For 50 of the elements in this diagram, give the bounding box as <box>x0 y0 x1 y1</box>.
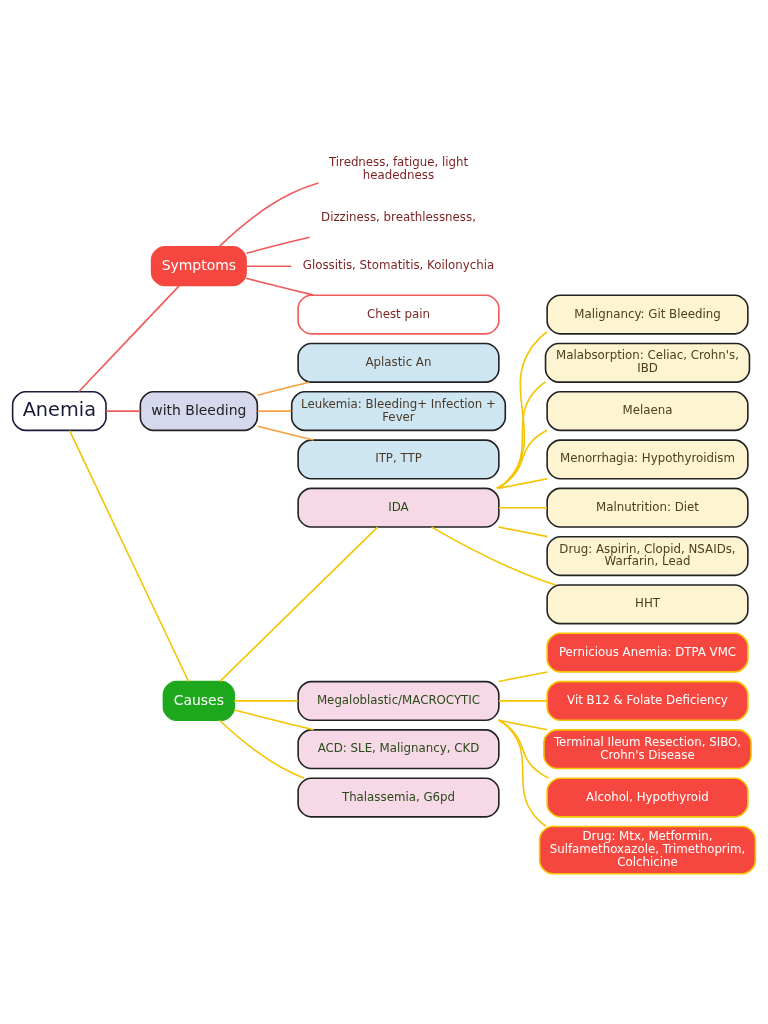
connector <box>68 429 190 683</box>
connector <box>497 719 550 779</box>
node-box: Malabsorption: Celiac, Crohn's, IBD <box>544 342 751 383</box>
node-box: Leukemia: Bleeding+ Infection + Fever <box>290 391 507 432</box>
connector <box>245 265 293 267</box>
node-box: Thalassemia, G6pd <box>297 777 500 818</box>
connector <box>256 381 311 396</box>
node-box: ITP, TTP <box>297 439 500 480</box>
node-box: Causes <box>162 680 236 722</box>
connector <box>219 526 379 683</box>
connector <box>78 285 180 393</box>
node-text: Glossitis, Stomatitis, Koilonychia <box>302 258 495 273</box>
connector <box>498 331 548 490</box>
connector <box>498 506 548 509</box>
connector <box>233 700 299 702</box>
connector <box>497 671 549 683</box>
node-box: Vit B12 & Folate Deficiency <box>546 680 749 722</box>
node-box: Drug: Mtx, Metformin, Sulfamethoxazole, Trimethoprim, Colchicine <box>538 825 757 875</box>
node-text: Dizziness, breathlessness, <box>321 209 476 224</box>
node-box: ACD: SLE, Malignancy, CKD <box>297 729 500 770</box>
connector <box>498 718 547 828</box>
connector <box>256 410 293 412</box>
connector <box>218 719 305 779</box>
node-box: Chest pain <box>297 294 500 335</box>
connector <box>256 425 315 441</box>
node-box: Alcohol, Hypothyroid <box>546 777 749 818</box>
node-box: HHT <box>546 584 749 625</box>
node-box: Aplastic An <box>297 342 500 383</box>
connector <box>245 236 311 255</box>
node-box: with Bleeding <box>139 391 259 432</box>
connector <box>245 277 315 296</box>
node-box: Malnutrition: Diet <box>546 487 749 528</box>
connector <box>497 477 549 490</box>
node-box: Symptoms <box>150 246 247 287</box>
node-text: Tiredness, fatigue, light headedness <box>328 155 469 183</box>
connector <box>218 182 320 248</box>
node-box: IDA <box>297 487 500 528</box>
node-box: Terminal Ileum Resection, SIBO, Crohn's Disease <box>543 729 752 770</box>
connector <box>105 410 142 412</box>
node-box: Melaena <box>546 391 749 432</box>
node-box: Menorrhagia: Hypothyroidism <box>546 439 749 480</box>
node-box: Megaloblastic/MACROCYTIC <box>297 680 500 722</box>
connector <box>495 429 548 490</box>
node-box: Drug: Aspirin, Clopid, NSAIDs, Warfarin, Lead <box>546 535 749 577</box>
connector <box>497 526 549 538</box>
node-box: Malignancy: Git Bleeding <box>546 294 749 335</box>
connector <box>497 381 547 490</box>
node-box: Anemia <box>11 391 107 432</box>
connector <box>498 700 548 702</box>
node-box: Pernicious Anemia: DTPA VMC <box>546 632 749 673</box>
